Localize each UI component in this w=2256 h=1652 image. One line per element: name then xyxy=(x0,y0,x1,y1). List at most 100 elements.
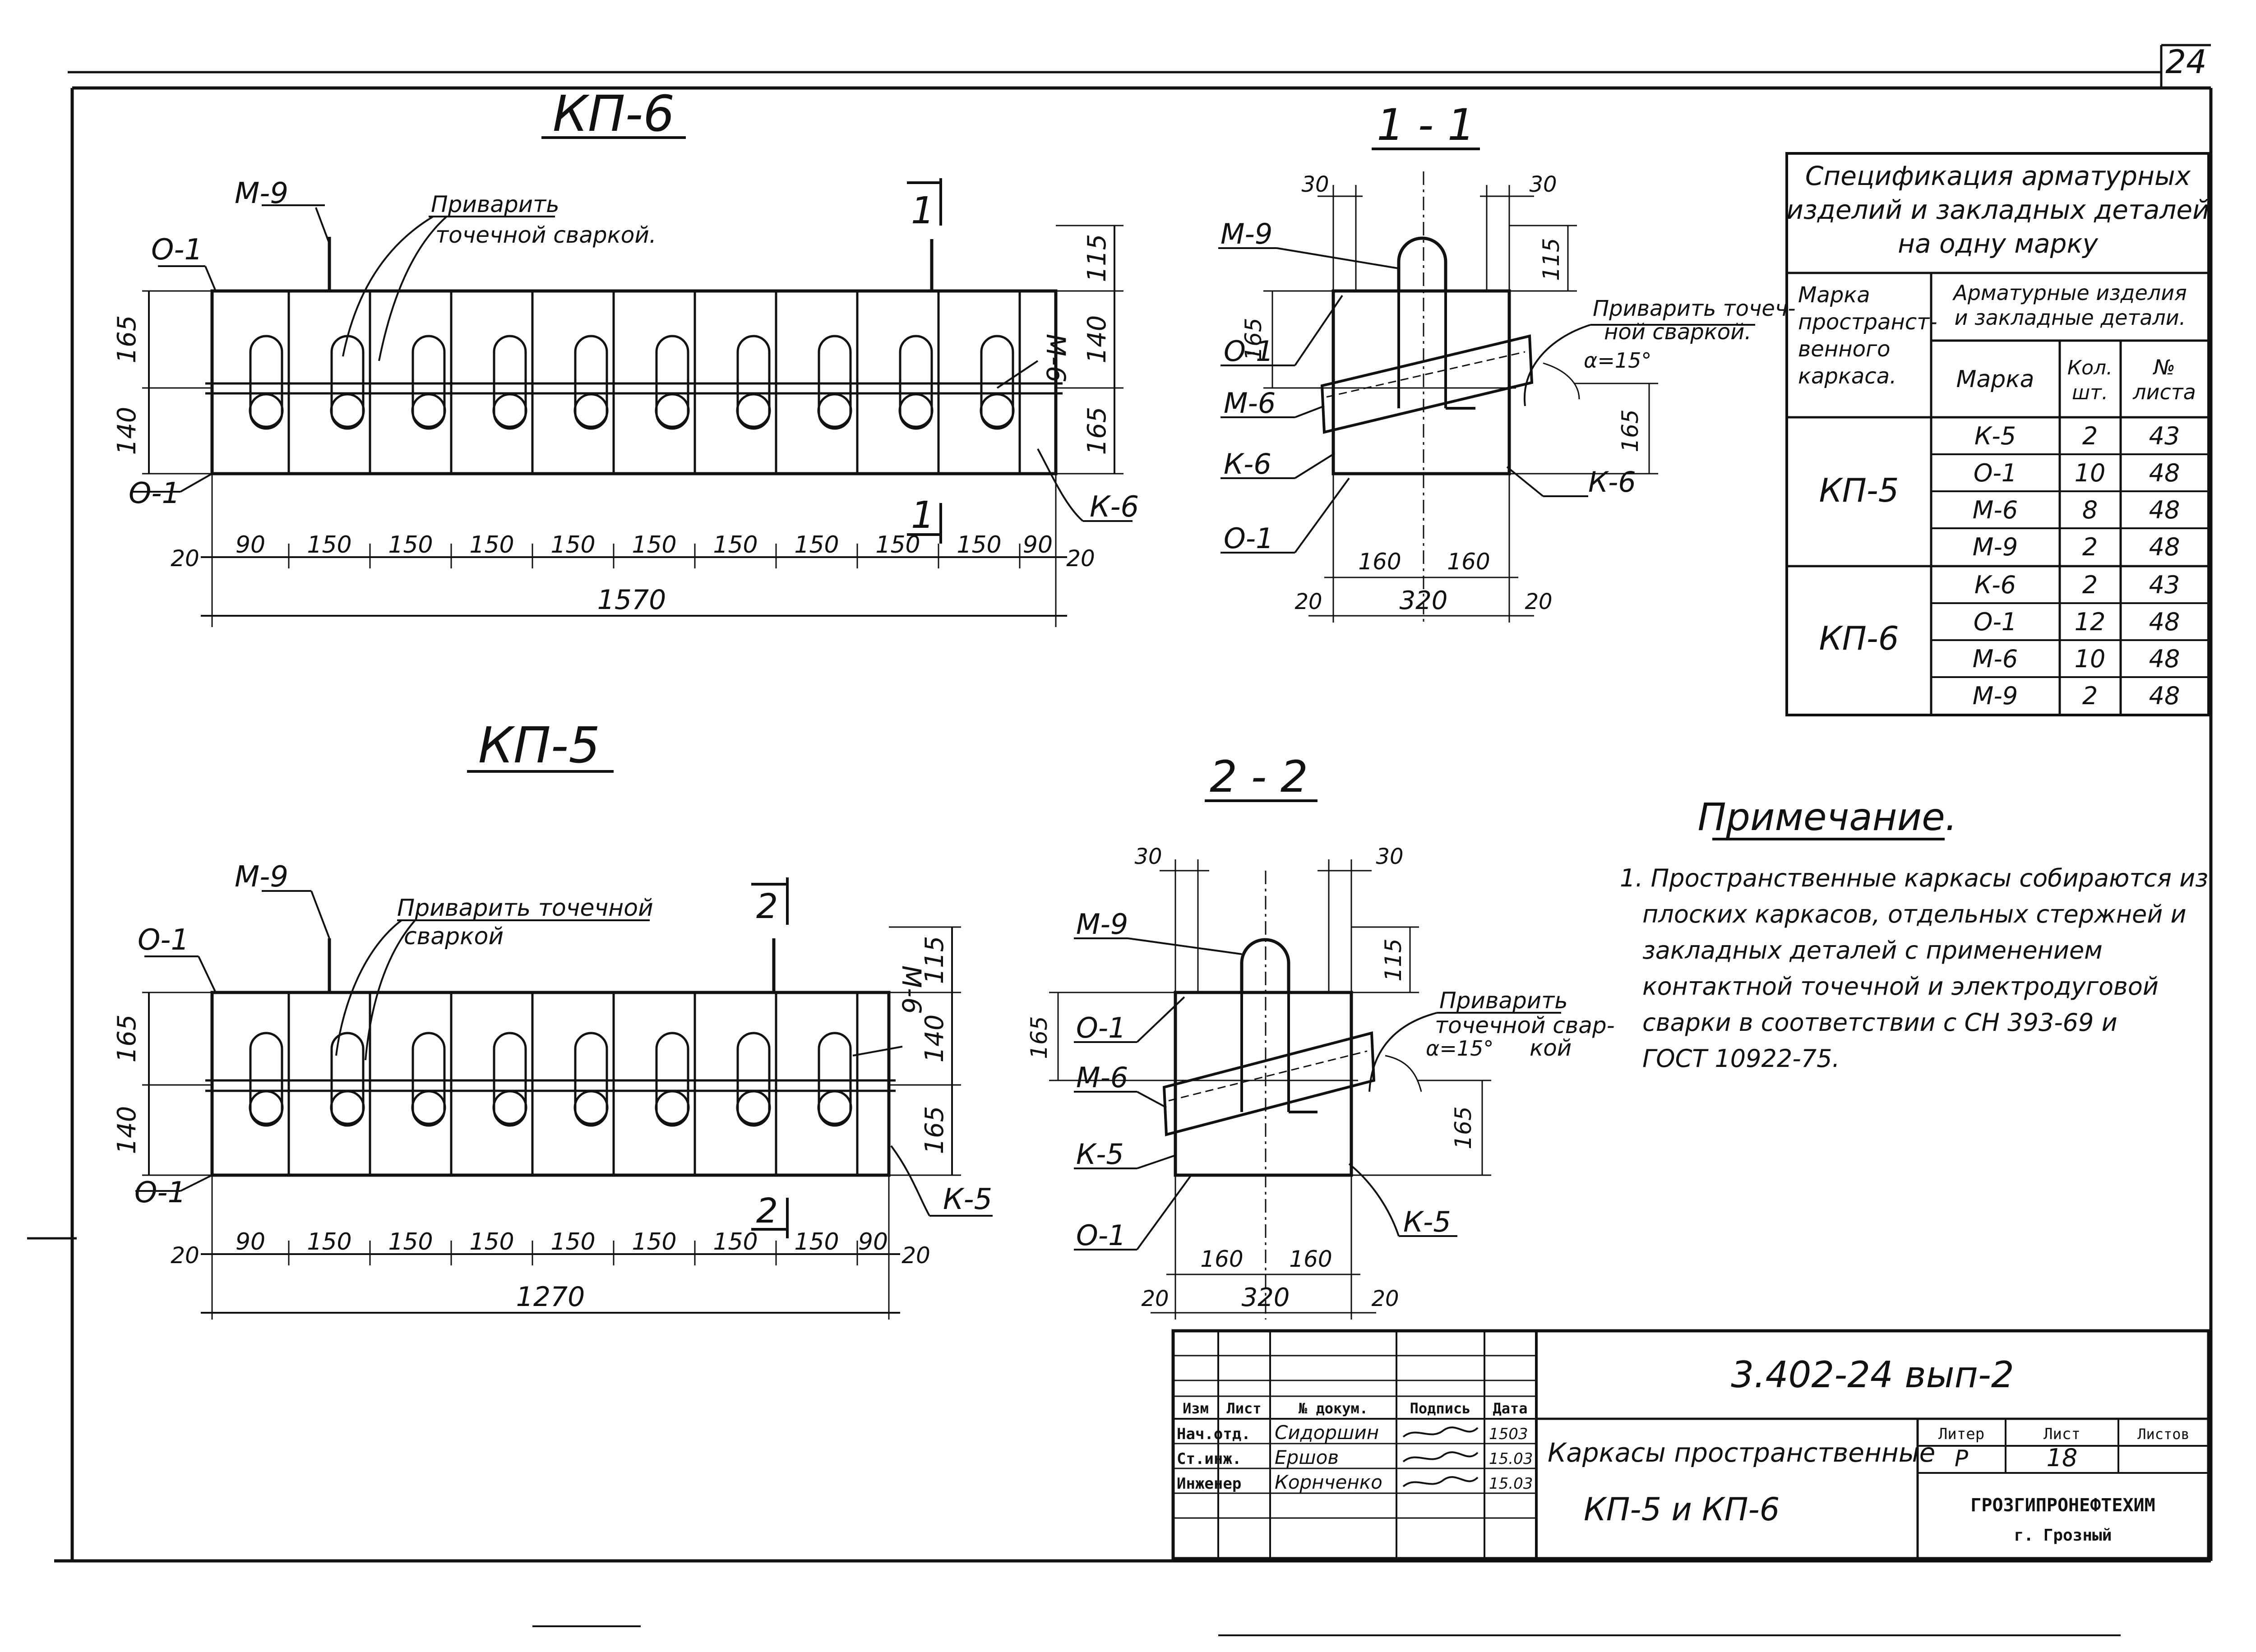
s22-label-o1-top: О-1 xyxy=(1076,1011,1126,1044)
spec-row-qty: 2 xyxy=(2082,682,2098,710)
spec-row-sheet: 48 xyxy=(2149,533,2180,561)
kp6-dim-bottom-6: 150 xyxy=(550,531,595,558)
tb-header-doc: № докум. xyxy=(1299,1400,1368,1417)
s22-dim-edge-right: 20 xyxy=(1371,1286,1399,1311)
spec-col-frame-2: пространст- xyxy=(1798,309,1937,335)
tb-stage-value: Р xyxy=(1955,1445,1969,1472)
kp5-weld-note-line1: Приварить точечной xyxy=(397,895,653,922)
s11-label-k6-right: К-6 xyxy=(1588,466,1636,498)
s11-dim-half-left: 160 xyxy=(1358,549,1401,575)
s22-label-k5-right: К-5 xyxy=(1403,1205,1451,1238)
section-1-1: 1 - 1 М-9 О-1 М-6 К-6 О-1 К-6 Приварить xyxy=(1218,100,1796,623)
spec-col-group-2: и закладные детали. xyxy=(1955,305,2186,330)
tb-role: Ст.инж. xyxy=(1177,1450,1241,1468)
kp6-dim-right-2: 140 xyxy=(1082,315,1112,364)
s11-dim-top-left: 30 xyxy=(1301,172,1329,197)
spec-col-item: Марка xyxy=(1956,366,2034,393)
kp5-dim-bottom-9: 150 xyxy=(794,1228,839,1255)
spec-row-qty: 12 xyxy=(2075,608,2106,636)
spec-row-mark: К-5 xyxy=(1974,422,2016,450)
s11-dim-edge-right: 20 xyxy=(1525,589,1552,614)
kp6-dim-bottom-9: 150 xyxy=(794,531,839,558)
spec-row-sheet: 48 xyxy=(2149,459,2180,487)
spec-row-mark: О-1 xyxy=(1974,459,2017,487)
s11-angle: α=15° xyxy=(1584,348,1651,373)
section-2-2-title: 2 - 2 xyxy=(1210,752,1308,802)
spec-row-mark: М-9 xyxy=(1973,682,2018,710)
spec-col-group-1: Арматурные изделия xyxy=(1952,281,2187,305)
kp6-dim-bottom-3: 150 xyxy=(307,531,351,558)
s22-dim-right-bottom: 165 xyxy=(1450,1106,1476,1149)
spec-row-sheet: 48 xyxy=(2149,608,2180,636)
tb-approvals: Нач.отд. Сидоршин 1503 Ст.инж. Ершов 15.… xyxy=(1177,1421,1533,1493)
spec-col-qty-1: Кол. xyxy=(2067,356,2113,379)
kp6-dim-right-1: 115 xyxy=(1082,234,1112,282)
spec-row-mark: М-6 xyxy=(1973,496,2018,524)
kp5-dim-bottom-5: 150 xyxy=(469,1228,514,1255)
spec-col-sheet-1: № xyxy=(2152,355,2175,379)
tb-date: 1503 xyxy=(1489,1425,1528,1443)
tb-sheets-label: Листов xyxy=(2137,1426,2190,1443)
kp5-dim-bottom-4: 150 xyxy=(388,1228,433,1255)
sheet-frame: 24 xyxy=(27,43,2213,1636)
kp5-dim-bottom-3: 150 xyxy=(307,1228,351,1255)
spec-col-frame-3: венного xyxy=(1798,337,1891,362)
s11-dim-right-top: 115 xyxy=(1538,238,1564,281)
spec-rows-kp6: К-6 2 43 О-1 12 48 М-6 10 48 М-9 2 48 xyxy=(1973,571,2180,710)
spec-frame-kp5: КП-5 xyxy=(1819,471,1899,509)
tb-sheet-value: 18 xyxy=(2047,1444,2078,1472)
kp5-front-view: КП-5 xyxy=(112,716,993,1320)
kp6-slot-parts xyxy=(249,335,1015,430)
spec-row-sheet: 48 xyxy=(2149,645,2180,673)
kp5-label-o1-top: О-1 xyxy=(138,923,189,957)
spec-row-sheet: 48 xyxy=(2149,496,2180,524)
kp6-label-m6: М-6 xyxy=(1040,334,1071,383)
note-line-5: сварки в соответствии с СН 393-69 и xyxy=(1642,1008,2117,1037)
kp6-dim-bottom-1: 20 xyxy=(171,545,199,572)
tb-code: 3.402-24 вып-2 xyxy=(1731,1354,2014,1396)
kp5-dim-bottom-10: 90 xyxy=(858,1228,888,1255)
s11-dim-half-right: 160 xyxy=(1447,549,1490,575)
s11-dim-top-right: 30 xyxy=(1529,172,1557,197)
s22-dim-width: 320 xyxy=(1242,1283,1290,1312)
tb-header-sign: Подпись xyxy=(1410,1400,1471,1417)
s11-label-o1-top: О-1 xyxy=(1224,335,1274,368)
kp6-dim-left-2: 140 xyxy=(112,407,142,455)
spec-frame-kp6: КП-6 xyxy=(1819,619,1899,657)
spec-title-line-3: на одну марку xyxy=(1898,228,2098,259)
s11-weld-note-line1: Приварить точеч- xyxy=(1593,296,1796,321)
note-heading: Примечание. xyxy=(1697,795,1957,839)
kp5-weld-note-line2: сваркой xyxy=(404,923,504,950)
s11-label-m6: М-6 xyxy=(1224,387,1276,420)
tb-role: Инженер xyxy=(1177,1475,1241,1493)
spec-row-mark: М-6 xyxy=(1973,645,2018,673)
s11-label-m9: М-9 xyxy=(1220,217,1272,250)
kp6-weld-note-line1: Приварить xyxy=(431,191,559,217)
kp6-front-view: КП-6 xyxy=(112,85,1139,627)
tb-name: Корнченко xyxy=(1275,1471,1382,1493)
s22-dim-half-right: 160 xyxy=(1289,1246,1332,1272)
s22-label-m9: М-9 xyxy=(1076,908,1128,941)
spec-row-qty: 2 xyxy=(2082,422,2098,450)
tb-name: Ершов xyxy=(1275,1446,1339,1468)
note-line-3: закладных деталей с применением xyxy=(1642,936,2103,964)
kp6-dim-bottom-4: 150 xyxy=(388,531,433,558)
kp5-dim-total: 1270 xyxy=(516,1281,585,1313)
s22-label-k5-left: К-5 xyxy=(1076,1138,1124,1171)
s11-dim-edge-left: 20 xyxy=(1294,589,1322,614)
spec-col-qty-2: шт. xyxy=(2072,381,2108,404)
kp6-dim-bottom-10: 150 xyxy=(875,531,920,558)
kp6-dim-bottom-12: 90 xyxy=(1023,531,1053,558)
spec-col-frame-1: Марка xyxy=(1798,282,1870,308)
kp6-dim-bottom-11: 150 xyxy=(957,531,1001,558)
s22-label-o1-bottom: О-1 xyxy=(1076,1219,1126,1252)
tb-header-change: Изм xyxy=(1183,1400,1209,1417)
spec-row-qty: 10 xyxy=(2075,645,2106,673)
s22-dim-top-left: 30 xyxy=(1134,844,1162,869)
s22-angle: α=15° xyxy=(1426,1036,1493,1061)
tb-description-line2: КП-5 и КП-6 xyxy=(1584,1491,1780,1528)
kp5-dim-right-2: 140 xyxy=(920,1015,949,1063)
spec-row-sheet: 43 xyxy=(2149,571,2180,599)
tb-city: г. Грозный xyxy=(2014,1526,2112,1545)
kp5-dim-bottom-11: 20 xyxy=(901,1242,930,1269)
